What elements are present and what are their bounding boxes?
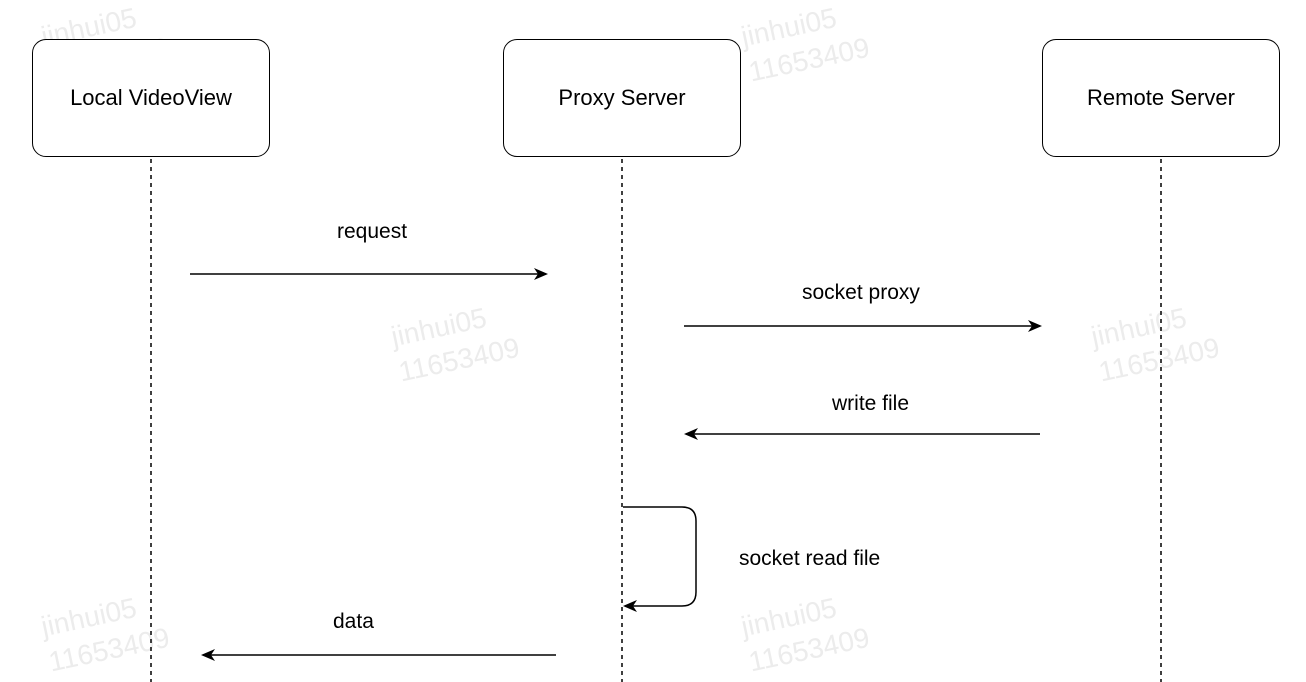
participant-local-videoview: Local VideoView xyxy=(32,39,270,157)
participant-label: Local VideoView xyxy=(70,85,232,110)
participant-remote-server: Remote Server xyxy=(1042,39,1280,157)
participant-label: Remote Server xyxy=(1087,85,1235,110)
message-label-write-file: write file xyxy=(832,392,910,415)
participant-label: Proxy Server xyxy=(558,85,686,110)
socket-read-file-arrow xyxy=(623,506,697,612)
message-label-data: data xyxy=(333,610,374,633)
participant-proxy-server: Proxy Server xyxy=(503,39,741,157)
message-label-socket-proxy: socket proxy xyxy=(802,281,920,304)
message-label-request: request xyxy=(337,220,408,243)
message-label-socket-read-file: socket read file xyxy=(739,547,881,570)
